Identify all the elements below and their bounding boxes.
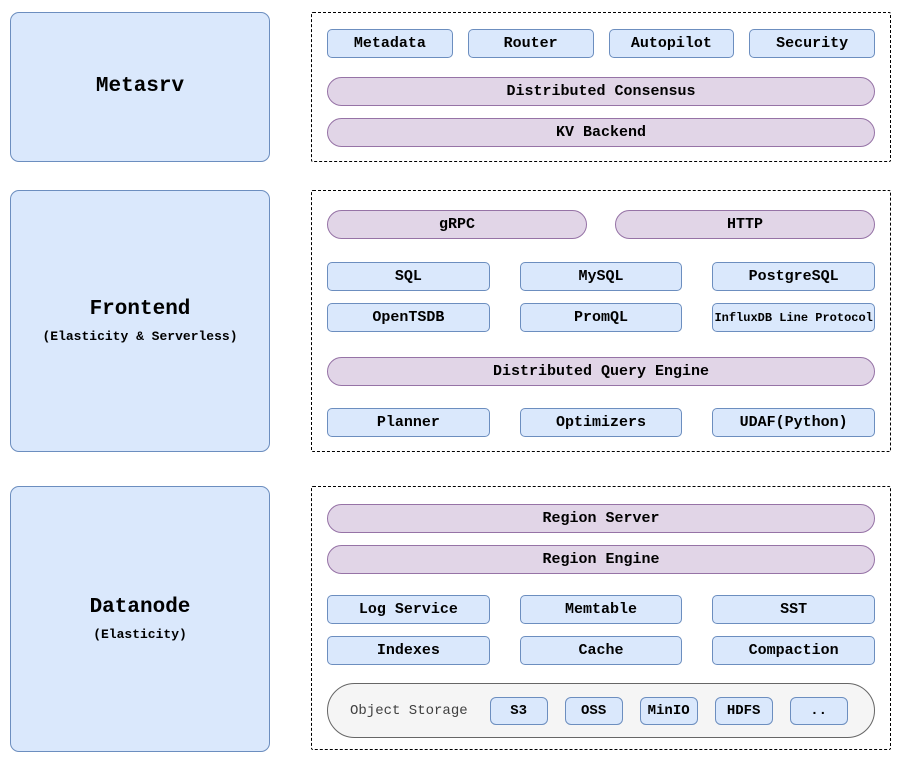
mysql-box: MySQL (519, 262, 683, 291)
more-options-box: .. (789, 696, 848, 725)
metasrv-label-box: Metasrv (10, 12, 270, 162)
region-engine-pill: Region Engine (327, 545, 875, 574)
hdfs-box: HDFS (714, 696, 773, 725)
engine-modules-row: Planner Optimizers UDAF(Python) (327, 408, 876, 437)
indexes-box: Indexes (327, 636, 490, 665)
log-service-box: Log Service (327, 595, 490, 624)
kv-backend-pill: KV Backend (327, 118, 875, 147)
datanode-subtitle: (Elasticity) (93, 626, 187, 642)
datanode-modules-row-2: Indexes Cache Compaction (327, 636, 876, 665)
metadata-box: Metadata (327, 29, 453, 58)
memtable-box: Memtable (519, 595, 683, 624)
object-storage-container: Object Storage S3 OSS MinIO HDFS .. (327, 683, 875, 738)
opentsdb-box: OpenTSDB (327, 303, 490, 332)
promql-box: PromQL (519, 303, 683, 332)
metasrv-panel: Metadata Router Autopilot Security Distr… (311, 12, 891, 162)
udaf-python-box: UDAF(Python) (712, 408, 876, 437)
protocol-pills-row: gRPC HTTP (327, 210, 875, 239)
object-storage-label: Object Storage (350, 702, 468, 719)
minio-box: MinIO (639, 696, 698, 725)
datanode-label-box: Datanode (Elasticity) (10, 486, 270, 752)
distributed-query-engine-pill: Distributed Query Engine (327, 357, 875, 386)
grpc-pill: gRPC (327, 210, 587, 239)
cache-box: Cache (519, 636, 683, 665)
sst-box: SST (712, 595, 876, 624)
frontend-label-box: Frontend (Elasticity & Serverless) (10, 190, 270, 452)
api-row-2: OpenTSDB PromQL InfluxDB Line Protocol (327, 303, 876, 332)
distributed-consensus-pill: Distributed Consensus (327, 77, 875, 106)
datanode-modules-row-1: Log Service Memtable SST (327, 595, 876, 624)
oss-box: OSS (564, 696, 623, 725)
compaction-box: Compaction (712, 636, 876, 665)
optimizers-box: Optimizers (519, 408, 683, 437)
frontend-title: Frontend (89, 298, 191, 322)
sql-box: SQL (327, 262, 490, 291)
datanode-panel: Region Server Region Engine Log Service … (311, 486, 891, 750)
datanode-title: Datanode (89, 596, 191, 620)
influxdb-line-protocol-box: InfluxDB Line Protocol (712, 303, 876, 332)
s3-box: S3 (489, 696, 548, 725)
metasrv-title: Metasrv (95, 75, 185, 99)
frontend-subtitle: (Elasticity & Serverless) (42, 328, 238, 344)
router-box: Router (467, 29, 594, 58)
security-box: Security (749, 29, 875, 58)
http-pill: HTTP (615, 210, 875, 239)
planner-box: Planner (327, 408, 490, 437)
api-row-1: SQL MySQL PostgreSQL (327, 262, 876, 291)
region-server-pill: Region Server (327, 504, 875, 533)
frontend-panel: gRPC HTTP SQL MySQL PostgreSQL OpenTSDB … (311, 190, 891, 452)
postgresql-box: PostgreSQL (712, 262, 876, 291)
metasrv-modules-row: Metadata Router Autopilot Security (327, 29, 875, 58)
autopilot-box: Autopilot (608, 29, 735, 58)
